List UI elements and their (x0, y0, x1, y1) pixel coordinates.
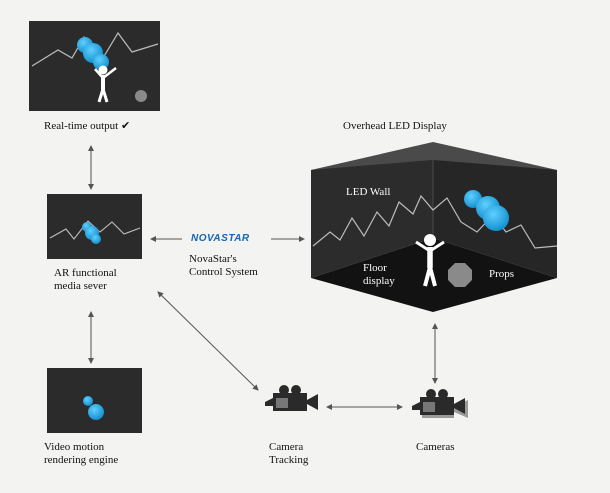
camera-icon (265, 385, 318, 411)
bubble-icon (83, 396, 93, 406)
octagon-prop-icon (448, 263, 472, 287)
person-figure-icon (94, 65, 117, 103)
label-video-engine-2: rendering engine (44, 454, 119, 466)
arrow-tracking-ar (157, 291, 259, 391)
label-floor-display-2: display (363, 275, 395, 287)
ar-server-panel (47, 194, 142, 259)
bubble-icon (483, 205, 509, 231)
label-control-system-2: Control System (189, 266, 258, 278)
label-cameras: Cameras (416, 441, 455, 453)
label-video-engine-1: Video motion (44, 441, 105, 453)
label-overhead-led: Overhead LED Display (343, 120, 447, 132)
bubble-icon (88, 404, 104, 420)
label-floor-display-1: Floor (363, 262, 387, 274)
camera-icon (412, 389, 468, 418)
label-led-wall: LED Wall (346, 186, 391, 198)
novastar-logo: NOVASTAR (191, 233, 250, 244)
prop-circle-icon (135, 90, 147, 102)
label-control-system-1: NovaStar's (189, 253, 237, 265)
bubble-icon (91, 234, 101, 244)
label-ar-server-1: AR functional (54, 267, 117, 279)
label-ar-server-2: media sever (54, 280, 107, 292)
label-camera-tracking-1: Camera (269, 441, 304, 453)
person-figure-icon (415, 234, 445, 287)
video-engine-panel (47, 368, 142, 433)
realtime-output-panel (29, 21, 160, 111)
connector-arrows (88, 145, 438, 410)
label-realtime-output: Real-time output ✔ (44, 120, 131, 132)
label-camera-tracking-2: Tracking (269, 454, 309, 466)
led-stage-box (311, 142, 558, 312)
label-props: Props (489, 268, 515, 280)
